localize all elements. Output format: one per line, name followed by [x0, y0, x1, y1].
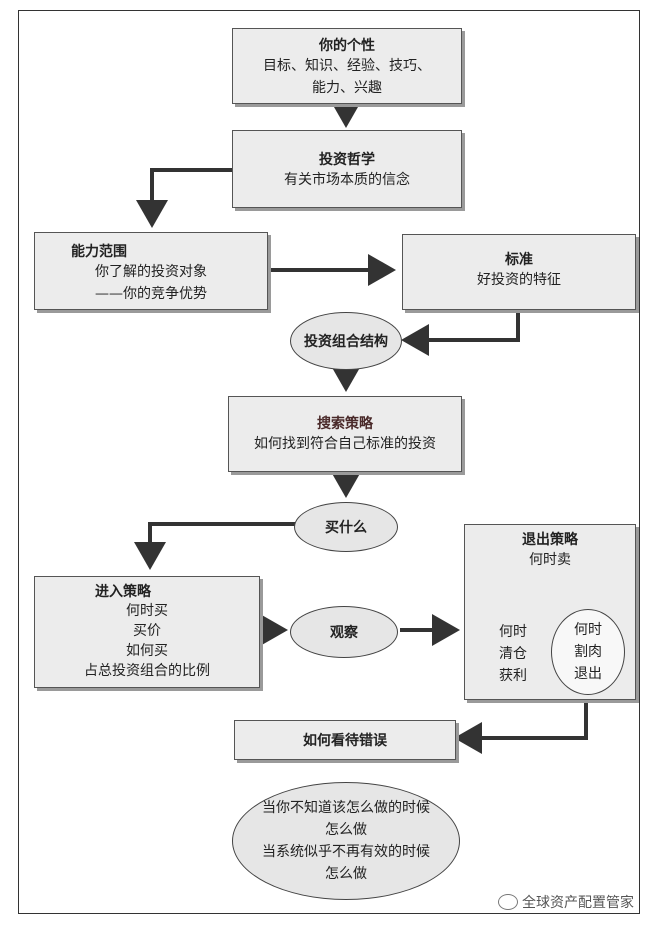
mistakes-box: 如何看待错误	[234, 720, 456, 760]
wechat-icon	[498, 894, 518, 910]
philosophy-line-1: 有关市场本质的信念	[284, 172, 410, 188]
search-title: 搜索策略	[317, 416, 373, 432]
exit-right-line-3: 退出	[574, 666, 602, 682]
exit-right-line-2: 割肉	[574, 644, 602, 660]
entry-line-1: 何时买	[126, 603, 168, 619]
exit-box: 退出策略 何时卖 何时 清仓 获利 何时 割肉 退出	[464, 524, 636, 700]
personality-line-2: 能力、兴趣	[312, 80, 382, 96]
personality-box: 你的个性 目标、知识、经验、技巧、 能力、兴趣	[232, 28, 462, 104]
portfolio-oval: 投资组合结构	[290, 312, 402, 370]
system-line-3: 当系统似乎不再有效的时候	[262, 844, 430, 860]
exit-subtitle: 何时卖	[529, 552, 571, 568]
system-line-4: 怎么做	[325, 866, 367, 882]
exit-left-line-2: 清仓	[499, 646, 527, 662]
competence-line-2: ——你的竞争优势	[95, 286, 207, 302]
exit-title: 退出策略	[522, 532, 578, 548]
portfolio-title: 投资组合结构	[304, 334, 388, 350]
observe-title: 观察	[330, 625, 358, 641]
criteria-line-1: 好投资的特征	[477, 272, 561, 288]
personality-title: 你的个性	[319, 38, 375, 54]
search-line-1: 如何找到符合自己标准的投资	[254, 436, 436, 452]
competence-box: 能力范围 你了解的投资对象 ——你的竞争优势	[34, 232, 268, 310]
entry-line-4: 占总投资组合的比例	[84, 663, 210, 679]
criteria-box: 标准 好投资的特征	[402, 234, 636, 310]
watermark-text: 全球资产配置管家	[522, 895, 634, 911]
diagram-frame	[18, 10, 640, 914]
what-to-buy-title: 买什么	[325, 520, 367, 536]
watermark: 全球资产配置管家	[498, 892, 634, 912]
search-box: 搜索策略 如何找到符合自己标准的投资	[228, 396, 462, 472]
criteria-title: 标准	[505, 252, 533, 268]
mistakes-title: 如何看待错误	[303, 733, 387, 749]
entry-line-3: 如何买	[126, 643, 168, 659]
entry-box: 进入策略 何时买 买价 如何买 占总投资组合的比例	[34, 576, 260, 688]
observe-oval: 观察	[290, 606, 398, 658]
system-oval: 当你不知道该怎么做的时候 怎么做 当系统似乎不再有效的时候 怎么做	[232, 782, 460, 900]
philosophy-box: 投资哲学 有关市场本质的信念	[232, 130, 462, 208]
personality-line-1: 目标、知识、经验、技巧、	[263, 58, 431, 74]
system-line-2: 怎么做	[325, 822, 367, 838]
entry-line-2: 买价	[133, 623, 161, 639]
exit-left-line-1: 何时	[499, 624, 527, 640]
exit-left-line-3: 获利	[499, 668, 527, 684]
philosophy-title: 投资哲学	[319, 152, 375, 168]
entry-title: 进入策略	[95, 584, 151, 600]
competence-title: 能力范围	[71, 244, 127, 260]
competence-line-1: 你了解的投资对象	[95, 264, 207, 280]
exit-right-oval: 何时 割肉 退出	[551, 609, 625, 695]
what-to-buy-oval: 买什么	[294, 502, 398, 552]
exit-right-line-1: 何时	[574, 622, 602, 638]
exit-left-group: 何时 清仓 获利	[483, 621, 543, 687]
system-line-1: 当你不知道该怎么做的时候	[262, 800, 430, 816]
